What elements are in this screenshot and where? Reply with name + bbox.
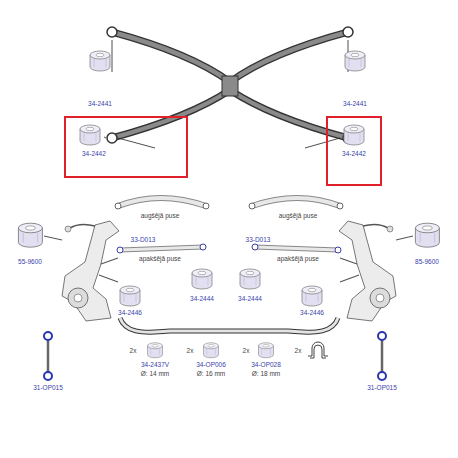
part-number: 34-2442: [82, 150, 106, 157]
arm-note: augšējā puse: [279, 212, 318, 219]
part-number: 34-OP006: [196, 361, 226, 368]
end-links: [44, 332, 386, 380]
arm-note: apakšējā puse: [139, 255, 181, 262]
upper-arms: [115, 198, 343, 209]
clamp-bracket: [308, 342, 328, 358]
bushings: [18, 51, 439, 358]
lower-arms: [117, 244, 341, 253]
part-number: 34-OP028: [251, 361, 281, 368]
arm-note: augšējā puse: [141, 212, 180, 219]
part-number: 34-2444: [190, 295, 214, 302]
leader-lines: [44, 40, 413, 240]
arm-note: apakšējā puse: [277, 255, 319, 262]
part-number: 34-2446: [118, 309, 142, 316]
part-number: 31-OP015: [367, 384, 397, 391]
quantity: 2x: [130, 347, 137, 354]
part-number: 33-D013: [246, 236, 271, 243]
part-number: 34-2442: [342, 150, 366, 157]
dimension: Ø: 14 mm: [141, 370, 170, 377]
part-number: 33-D013: [131, 236, 156, 243]
part-number: 34-2444: [238, 295, 262, 302]
highlight-box: 34-2442: [326, 116, 382, 186]
wheel-knuckles: [62, 221, 396, 321]
quantity: 2x: [187, 347, 194, 354]
part-number: 34-2437V: [141, 361, 169, 368]
part-number: 34-2446: [300, 309, 324, 316]
dimension: Ø: 16 mm: [197, 370, 226, 377]
part-number: 85-9600: [415, 258, 439, 265]
part-number: 55-9600: [18, 258, 42, 265]
part-number: 34-2441: [88, 100, 112, 107]
dimension: Ø: 18 mm: [252, 370, 281, 377]
quantity: 2x: [243, 347, 250, 354]
stabilizer-bar: [120, 318, 338, 332]
part-number: 34-2441: [343, 100, 367, 107]
highlight-box: 34-2442: [64, 116, 188, 178]
part-number: 31-OP015: [33, 384, 63, 391]
quantity: 2x: [295, 347, 302, 354]
subframe: [107, 27, 353, 143]
